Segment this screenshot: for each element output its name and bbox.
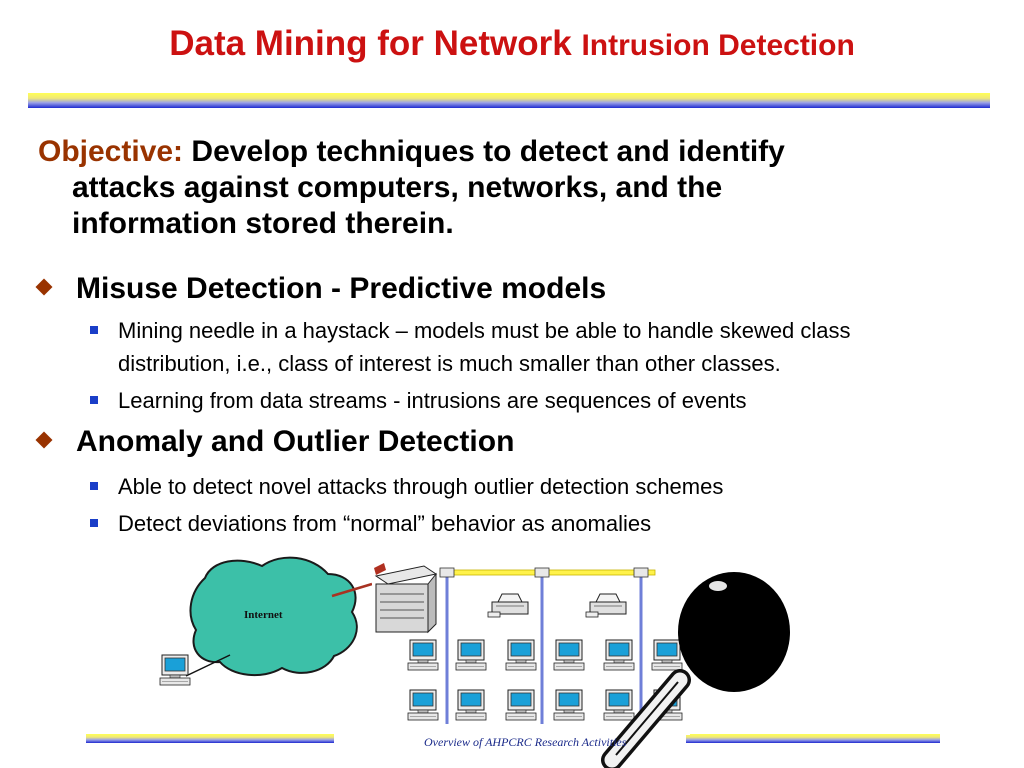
title-part-2: Intrusion Detection (581, 29, 855, 62)
bullet-heading: Misuse Detection - Predictive models (76, 272, 607, 305)
server-icon (374, 563, 438, 634)
sub-bullet: Detect deviations from “normal” behavior… (90, 507, 651, 540)
diamond-bullet-icon (35, 278, 53, 296)
computer-terminal-icon (455, 689, 487, 721)
computer-terminal-icon (603, 639, 635, 671)
internet-cloud-icon: Internet (189, 556, 358, 677)
objective-line-3: information stored therein. (72, 207, 454, 240)
slide-title: Data Mining for Network Intrusion Detect… (0, 24, 1024, 64)
computer-terminal-icon (651, 639, 683, 671)
title-divider (28, 93, 990, 108)
sub-bullet: Able to detect novel attacks through out… (90, 470, 723, 503)
computer-terminal-icon (159, 654, 191, 686)
footer-divider-right (686, 734, 940, 743)
footer-divider-left (86, 734, 334, 743)
computer-terminal-icon (505, 639, 537, 671)
sub-bullet-text: Detect deviations from “normal” behavior… (118, 511, 652, 536)
objective-paragraph: Objective: Develop techniques to detect … (38, 134, 938, 242)
bullet-heading: Anomaly and Outlier Detection (76, 425, 515, 458)
computer-terminal-icon (603, 689, 635, 721)
computer-terminal-icon (505, 689, 537, 721)
square-bullet-icon (90, 326, 98, 334)
sub-bullet: Mining needle in a haystack – models mus… (90, 314, 851, 380)
footer-text: Overview of AHPCRC Research Activities (424, 735, 627, 749)
square-bullet-icon (90, 396, 98, 404)
sub-bullet-text: Learning from data streams - intrusions … (118, 388, 747, 413)
computer-terminal-icon (651, 689, 683, 721)
printer-icon (487, 593, 529, 618)
computer-terminal-icon (553, 689, 585, 721)
sub-bullet-text: distribution, i.e., class of interest is… (118, 351, 781, 376)
internet-label: Internet (244, 609, 283, 621)
sub-bullet: Learning from data streams - intrusions … (90, 384, 747, 417)
objective-line-2: attacks against computers, networks, and… (72, 171, 723, 204)
square-bullet-icon (90, 519, 98, 527)
objective-line-1: Develop techniques to detect and identif… (191, 135, 785, 168)
computer-terminal-icon (455, 639, 487, 671)
bullet-anomaly-detection: Anomaly and Outlier Detection (35, 425, 515, 459)
sub-bullet-text: Mining needle in a haystack – models mus… (118, 318, 851, 343)
printer-icon (585, 593, 627, 618)
computer-terminal-icon (553, 639, 585, 671)
computer-terminal-icon (407, 689, 439, 721)
title-part-1: Data Mining for Network (169, 24, 582, 63)
diamond-bullet-icon (35, 431, 53, 449)
objective-label: Objective: (38, 135, 184, 168)
square-bullet-icon (90, 482, 98, 490)
sub-bullet-text: Able to detect novel attacks through out… (118, 474, 724, 499)
magnifying-glass-icon (601, 572, 790, 768)
computer-terminal-icon (407, 639, 439, 671)
bullet-misuse-detection: Misuse Detection - Predictive models (35, 272, 607, 306)
